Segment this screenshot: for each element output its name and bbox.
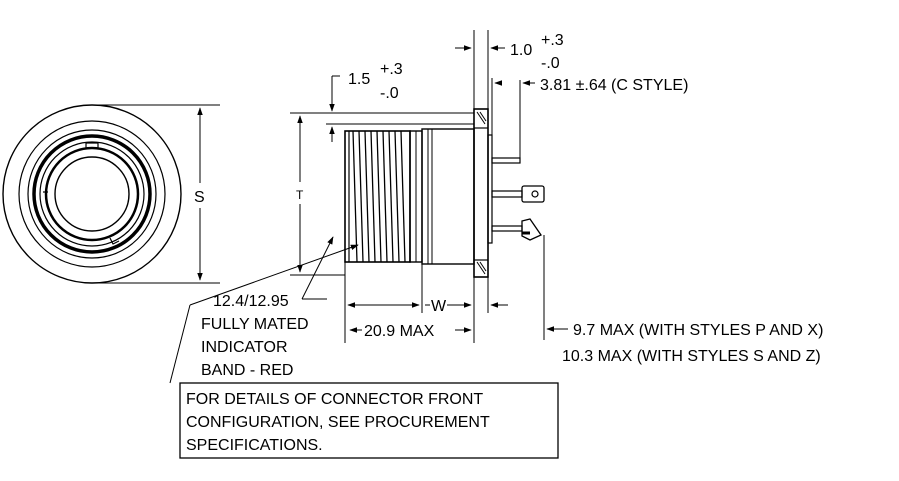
thread-lines xyxy=(352,130,406,263)
contact-pins xyxy=(491,157,545,241)
label-s: S xyxy=(194,189,205,206)
dimension-c-style xyxy=(491,78,535,158)
indicator-line-3: BAND - RED xyxy=(201,362,293,379)
indicator-line-1: FULLY MATED xyxy=(201,316,309,333)
dim-max-sz: 10.3 MAX (WITH STYLES S AND Z) xyxy=(562,348,821,365)
dim-flange-minus: -.0 xyxy=(380,85,399,102)
dimension-w xyxy=(344,262,475,343)
dim-panel-plus: +.3 xyxy=(541,32,564,49)
dimension-t xyxy=(290,112,474,276)
dimension-s xyxy=(92,104,220,284)
note-line-3: SPECIFICATIONS. xyxy=(186,437,323,454)
side-view xyxy=(344,108,545,278)
dim-c-style: 3.81 ±.64 (C STYLE) xyxy=(540,77,688,94)
indicator-line-2: INDICATOR xyxy=(201,339,288,356)
dim-flange-value: 1.5 xyxy=(348,71,370,88)
dim-length: 20.9 MAX xyxy=(364,323,435,340)
leader-lines xyxy=(169,236,359,384)
dimension-flange xyxy=(326,75,474,142)
dim-thread: 12.4/12.95 xyxy=(213,293,289,310)
label-w: W xyxy=(431,298,447,315)
front-view xyxy=(2,104,182,284)
note-box xyxy=(179,382,559,459)
dim-max-px: 9.7 MAX (WITH STYLES P AND X) xyxy=(573,322,823,339)
dimension-pin-length xyxy=(487,235,568,340)
label-t: T xyxy=(296,188,304,202)
dim-flange-plus: +.3 xyxy=(380,61,403,78)
dim-panel-value: 1.0 xyxy=(510,42,532,59)
dim-panel-minus: -.0 xyxy=(541,55,560,72)
note-line-2: CONFIGURATION, SEE PROCUREMENT xyxy=(186,414,490,431)
note-line-1: FOR DETAILS OF CONNECTOR FRONT xyxy=(186,391,483,408)
dimension-panel xyxy=(455,30,505,109)
